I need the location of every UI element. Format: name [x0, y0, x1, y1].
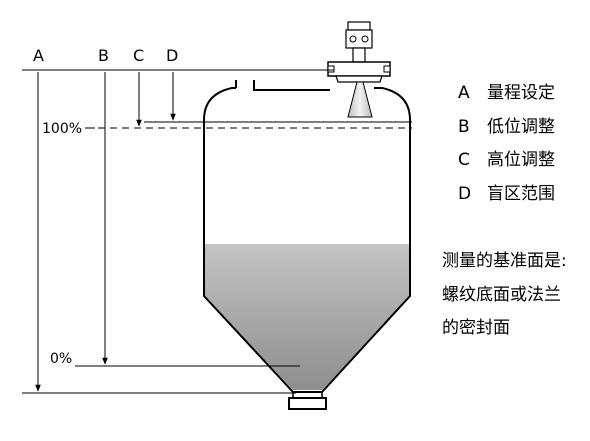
- legend-text-c: 高位调整: [487, 150, 555, 170]
- legend-text-d: 盲区范围: [487, 184, 555, 204]
- legend-text-a: 量程设定: [487, 83, 555, 103]
- legend-key-d: D: [458, 184, 471, 204]
- label-100-percent: 100%: [42, 121, 82, 137]
- note-line-3: 的密封面: [442, 318, 510, 338]
- note-line-1: 测量的基准面是:: [442, 251, 567, 271]
- label-0-percent: 0%: [50, 351, 72, 367]
- bottom-flange: [288, 397, 327, 410]
- nozzle-right: [253, 80, 330, 91]
- reference-note: 测量的基准面是: 螺纹底面或法兰 的密封面: [442, 251, 567, 338]
- label-d: D: [166, 46, 178, 65]
- note-line-2: 螺纹底面或法兰: [442, 285, 561, 305]
- legend: A 量程设定 B 低位调整 C 高位调整 D 盲区范围: [458, 83, 555, 204]
- legend-key-a: A: [458, 83, 470, 103]
- legend-text-b: 低位调整: [487, 117, 555, 137]
- legend-key-b: B: [458, 117, 470, 137]
- radar-sensor: [327, 21, 391, 118]
- liquid-fill: [204, 244, 410, 390]
- legend-key-c: C: [458, 150, 470, 170]
- label-b: B: [98, 46, 109, 65]
- label-c: C: [133, 46, 144, 65]
- label-a: A: [33, 46, 44, 65]
